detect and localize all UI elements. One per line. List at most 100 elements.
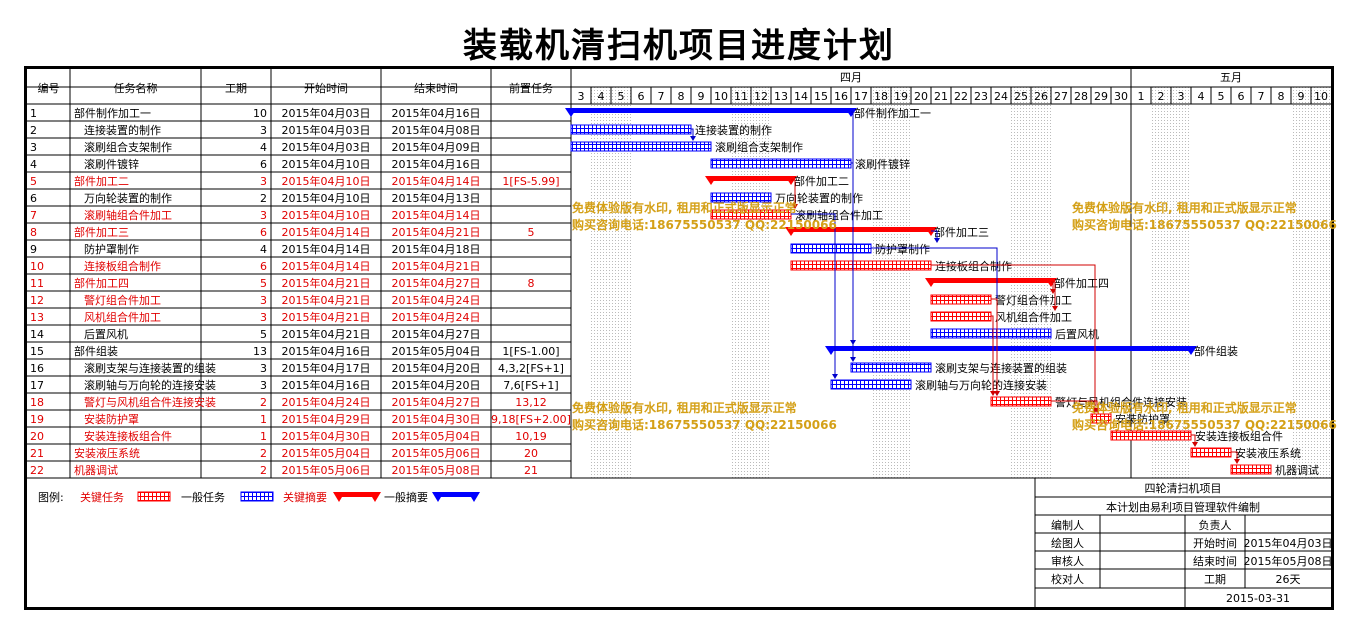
bar-label: 滚刷支架与连接装置的组装 — [935, 361, 1067, 375]
legend-prefix: 图例: — [38, 490, 64, 504]
day-label: 21 — [934, 90, 948, 103]
task-start: 2015年04月03日 — [282, 106, 371, 120]
day-label: 7 — [658, 90, 665, 103]
task-id: 11 — [30, 277, 44, 290]
task-id: 7 — [30, 209, 37, 222]
day-label: 9 — [1298, 90, 1305, 103]
info-label: 工期 — [1204, 573, 1226, 586]
task-name: 后置风机 — [84, 327, 128, 341]
task-name: 安装防护罩 — [84, 412, 139, 426]
watermark-text: 免费体验版有水印, 租用和正式版显示正常 — [572, 200, 797, 215]
task-bar — [570, 141, 712, 152]
task-name: 部件加工二 — [74, 174, 129, 188]
task-predecessor: 7,6[FS+1] — [503, 379, 558, 392]
bar-label: 连接装置的制作 — [695, 123, 772, 137]
weekend-shade — [611, 87, 631, 478]
dependency-arrow — [994, 391, 1000, 396]
day-label: 24 — [994, 90, 1008, 103]
bar-label: 部件加工二 — [794, 174, 849, 188]
legend-swatch — [240, 491, 274, 502]
legend-swatch — [337, 492, 377, 497]
task-id: 21 — [30, 447, 44, 460]
bar-label: 滚刷件镀锌 — [855, 157, 910, 171]
info-value: 26天 — [1276, 573, 1301, 586]
task-name: 部件加工三 — [74, 225, 129, 239]
task-duration: 5 — [260, 277, 267, 290]
task-id: 16 — [30, 362, 44, 375]
info-label: 绘图人 — [1051, 536, 1084, 550]
bar-label: 滚刷组合支架制作 — [715, 140, 803, 154]
day-label: 6 — [1238, 90, 1245, 103]
task-bar — [930, 294, 992, 305]
day-label: 28 — [1074, 90, 1088, 103]
day-label: 5 — [1218, 90, 1225, 103]
info-value: 2015年05月08日 — [1244, 554, 1333, 568]
month-label: 四月 — [840, 71, 862, 84]
dependency-arrow — [832, 374, 838, 379]
task-end: 2015年04月14日 — [392, 174, 481, 188]
task-name: 部件加工四 — [74, 276, 129, 290]
day-label: 6 — [638, 90, 645, 103]
bar-label: 部件组装 — [1194, 344, 1238, 358]
task-id: 14 — [30, 328, 44, 341]
column-header: 编号 — [38, 81, 60, 95]
watermark-text: 购买咨询电话:18675550537 QQ:22150066 — [572, 217, 837, 232]
task-start: 2015年04月21日 — [282, 310, 371, 324]
task-id: 19 — [30, 413, 44, 426]
task-bar — [990, 396, 1052, 407]
task-end: 2015年04月30日 — [392, 412, 481, 426]
task-bar — [570, 124, 692, 135]
bar-label: 机器调试 — [1275, 463, 1319, 477]
task-start: 2015年05月04日 — [282, 446, 371, 460]
day-label: 8 — [678, 90, 685, 103]
legend-label: 一般任务 — [181, 491, 225, 504]
day-label: 3 — [1178, 90, 1185, 103]
dependency-arrow — [690, 136, 696, 141]
weekend-shade — [751, 87, 771, 478]
bar-label: 滚刷轴组合件加工 — [795, 208, 883, 222]
legend-swatch — [436, 492, 476, 497]
task-duration: 3 — [260, 294, 267, 307]
bar-label: 防护罩制作 — [875, 242, 930, 256]
task-duration: 3 — [260, 209, 267, 222]
summary-cap — [705, 176, 717, 185]
day-label: 18 — [874, 90, 888, 103]
dependency-arrow — [850, 357, 856, 362]
bar-label: 风机组合件加工 — [995, 310, 1072, 324]
summary-cap — [825, 346, 837, 355]
task-name: 滚刷组合支架制作 — [84, 140, 172, 154]
task-duration: 4 — [260, 141, 267, 154]
task-end: 2015年04月27日 — [392, 327, 481, 341]
summary-bar — [791, 227, 931, 232]
task-start: 2015年04月10日 — [282, 174, 371, 188]
dependency-link — [991, 315, 994, 395]
day-label: 20 — [914, 90, 928, 103]
task-predecessor: 13,12 — [515, 396, 547, 409]
task-end: 2015年04月27日 — [392, 395, 481, 409]
task-bar — [1110, 430, 1192, 441]
day-label: 27 — [1054, 90, 1068, 103]
task-id: 13 — [30, 311, 44, 324]
task-end: 2015年05月06日 — [392, 446, 481, 460]
weekend-shade — [891, 87, 911, 478]
summary-bar — [931, 278, 1051, 283]
dependency-arrow — [934, 238, 940, 243]
info-label: 校对人 — [1051, 572, 1084, 586]
day-label: 29 — [1094, 90, 1108, 103]
dependency-link — [851, 111, 854, 344]
day-label: 23 — [974, 90, 988, 103]
summary-bar — [571, 108, 851, 113]
task-duration: 6 — [260, 158, 267, 171]
dependency-arrow — [850, 340, 856, 345]
task-name: 防护罩制作 — [84, 242, 139, 256]
day-label: 19 — [894, 90, 908, 103]
task-end: 2015年04月16日 — [392, 106, 481, 120]
task-end: 2015年04月16日 — [392, 157, 481, 171]
dependency-link — [991, 298, 998, 395]
page-title: 装载机清扫机项目进度计划 — [463, 26, 895, 66]
task-end: 2015年04月21日 — [392, 259, 481, 273]
task-predecessor: 10,19 — [515, 430, 547, 443]
info-label: 审核人 — [1051, 554, 1084, 568]
task-name: 警灯与风机组合件连接安装 — [84, 395, 216, 409]
